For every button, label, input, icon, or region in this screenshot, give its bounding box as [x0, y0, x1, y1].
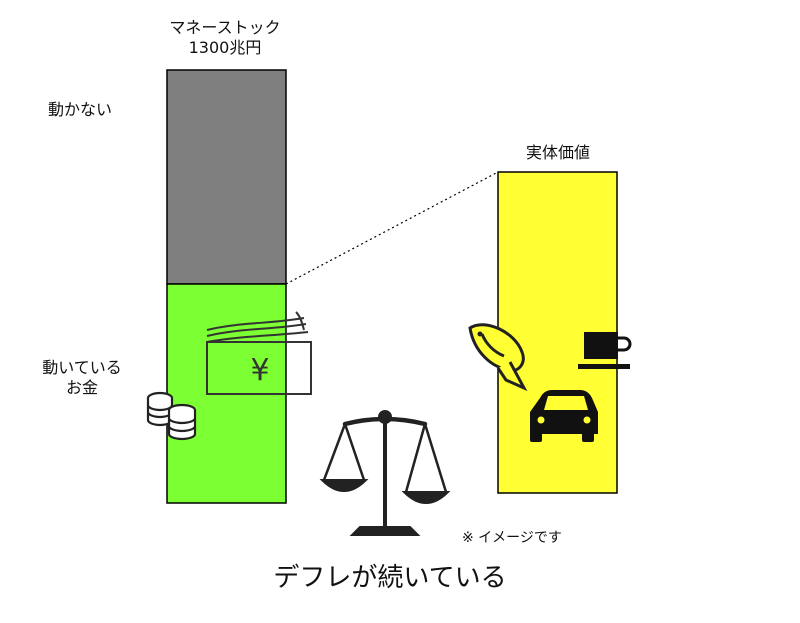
- balance-scale-icon: [319, 410, 451, 536]
- yen-symbol: ¥: [250, 353, 269, 388]
- money-stock-title-line1: マネーストック: [169, 18, 281, 37]
- coins-icon: [146, 391, 197, 441]
- real-value-title: 実体価値: [525, 143, 590, 162]
- image-note: ※ イメージです: [462, 530, 562, 546]
- fish-icon: [468, 323, 528, 392]
- active-money-label: 動いている お金: [30, 358, 134, 398]
- active-money-label-line1: 動いている: [42, 358, 122, 377]
- inactive-money-label: 動かない: [48, 100, 113, 119]
- coffee-cup-icon: [578, 332, 632, 369]
- active-money-label-line2: お金: [65, 378, 98, 397]
- inactive-money-bar: [166, 69, 287, 285]
- conclusion-text: デフレが続いている: [273, 563, 507, 593]
- money-stock-title-line2: 1300兆円: [188, 38, 262, 57]
- money-stock-title: マネーストック 1300兆円: [150, 18, 300, 58]
- comparison-connector: [285, 171, 499, 285]
- car-icon: [530, 390, 598, 442]
- banknotes-icon: ¥: [206, 311, 312, 395]
